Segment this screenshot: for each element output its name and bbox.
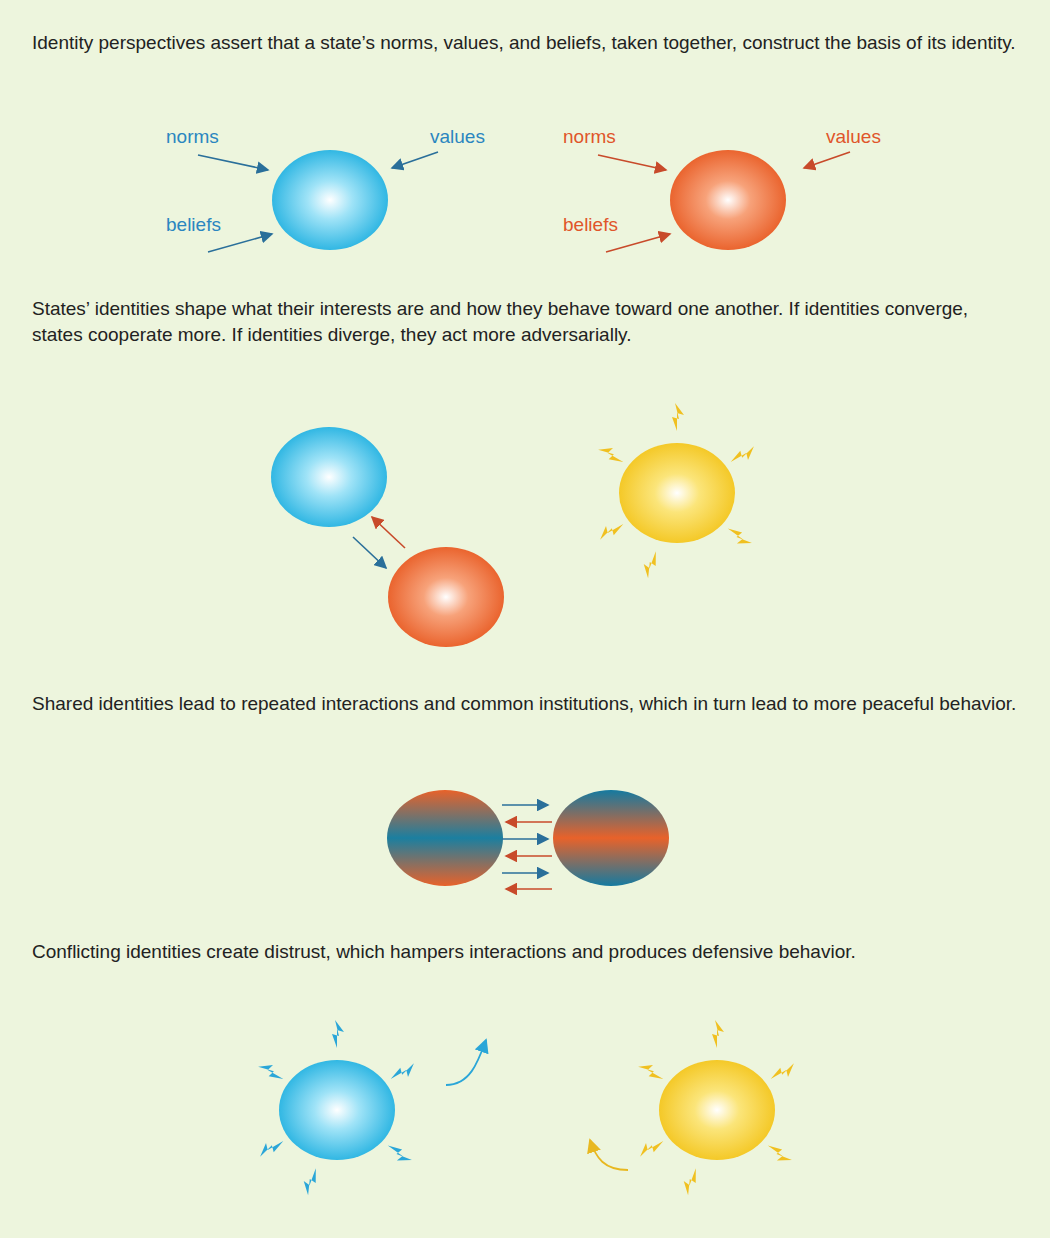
lightning-bolt (388, 1146, 412, 1161)
identity-element: beliefs (166, 214, 221, 236)
caption-text: Shared identities lead to repeated inter… (32, 691, 1022, 717)
lightning-bolt (644, 551, 656, 578)
lightning-bolt (638, 1065, 663, 1079)
lightning-bolt (731, 446, 754, 462)
lightning-bolt (258, 1065, 283, 1079)
lightning-bolt (260, 1141, 283, 1157)
lightning-bolt (332, 1020, 344, 1048)
lightning-bolt (672, 403, 684, 431)
lightning-bolt (640, 1141, 663, 1157)
lightning-bolt (304, 1168, 316, 1195)
identity-element: values (826, 126, 881, 148)
caption-text: Identity perspectives assert that a stat… (32, 30, 1022, 56)
lightning-bolt (771, 1063, 794, 1079)
identity-element: norms (563, 126, 616, 148)
caption-text: States’ identities shape what their inte… (32, 296, 1022, 348)
identity-element: beliefs (563, 214, 618, 236)
identity-element: values (430, 126, 485, 148)
lightning-bolt (598, 448, 623, 462)
lightning-bolt (712, 1020, 724, 1048)
lightning-bolt (600, 524, 623, 540)
lightning-bolt (684, 1168, 696, 1195)
lightning-bolt (728, 529, 752, 544)
lightning-bolt (768, 1146, 792, 1161)
caption-text: Conflicting identities create distrust, … (32, 939, 1022, 965)
identity-element: norms (166, 126, 219, 148)
lightning-bolt (391, 1063, 414, 1079)
